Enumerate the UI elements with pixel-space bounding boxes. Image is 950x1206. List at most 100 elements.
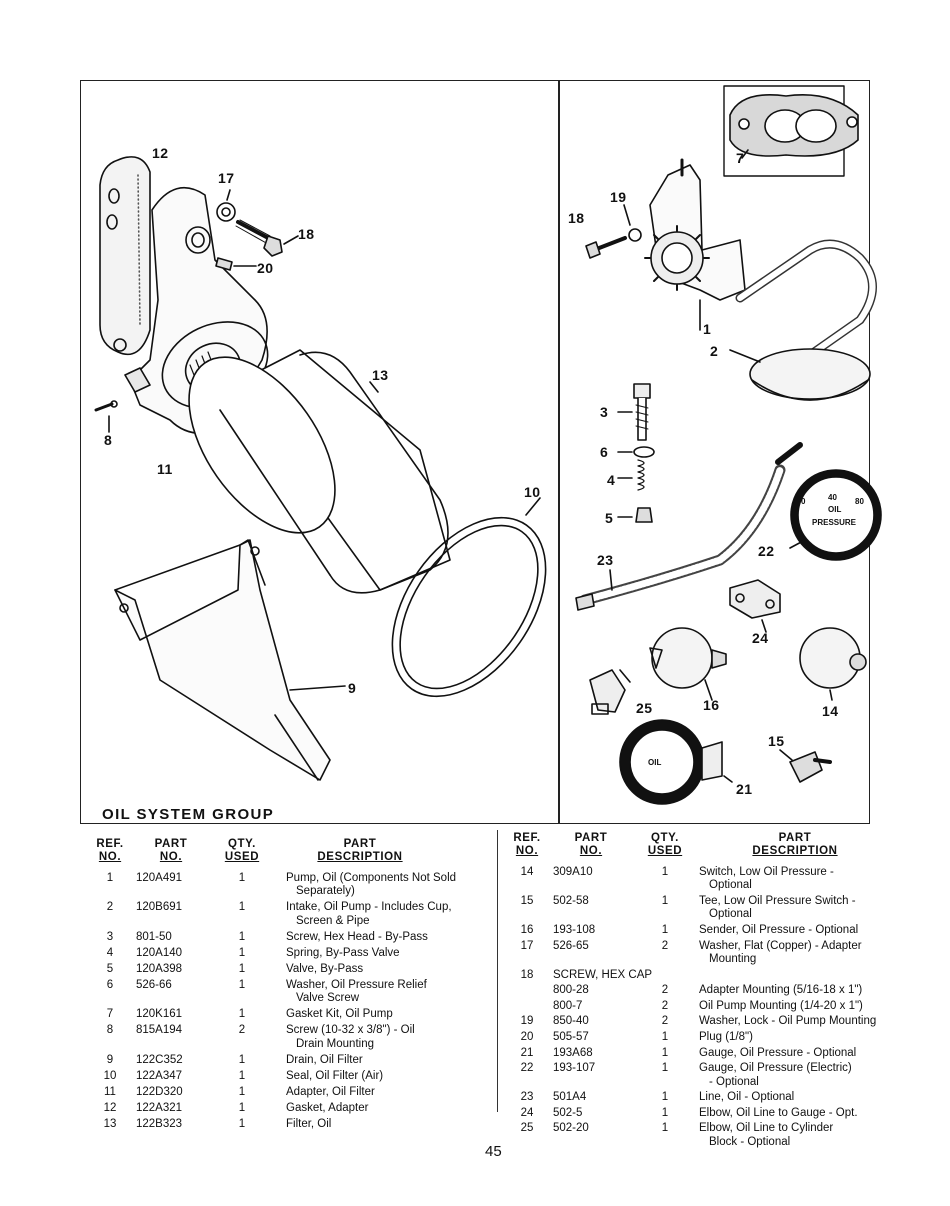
bypass-parts-drawing (617, 383, 655, 523)
qty-used: 1 (238, 1053, 246, 1066)
ref-number: 10 (103, 1069, 117, 1082)
callout-11: 11 (157, 461, 173, 477)
callout-21: 21 (736, 781, 753, 797)
part-number: 501A4 (553, 1091, 587, 1104)
part-description: Gauge, Oil Pressure - Optional (699, 1047, 856, 1060)
part-description: Tee, Low Oil Pressure Switch -Optional (699, 895, 856, 922)
callout-7: 7 (736, 150, 745, 166)
gauge-elbow-drawing (729, 579, 781, 633)
description-line: Adapter, Oil Filter (286, 1085, 375, 1098)
description-line: Drain, Oil Filter (286, 1053, 363, 1066)
ref-number: 1 (106, 872, 114, 884)
part-number: 526-65 (553, 939, 589, 952)
ref-number: 12 (103, 1101, 117, 1114)
drain-screw-drawing (94, 400, 118, 433)
part-number: 193-107 (553, 1062, 596, 1075)
ref-number: 16 (520, 924, 534, 936)
qty-used: 1 (238, 1117, 246, 1130)
description-line: Filter, Oil (286, 1117, 332, 1130)
description-line: Gasket Kit, Oil Pump (286, 1008, 393, 1021)
description-line: Elbow, Oil Line to Gauge - Opt. (699, 1106, 858, 1119)
part-number: 309A10 (553, 866, 593, 878)
ref-number: 6 (106, 978, 114, 991)
part-number: 122D320 (136, 1085, 183, 1098)
ref-number: 17 (520, 939, 534, 952)
callout-22: 22 (758, 543, 775, 559)
part-number: 801-50 (136, 930, 172, 943)
column-divider (497, 830, 498, 1112)
part-description: Spring, By-Pass Valve (286, 947, 400, 960)
part-number: 122A347 (136, 1069, 183, 1082)
gauge-pressure-text: PRESSURE (812, 518, 857, 527)
description-line: Valve Screw (296, 992, 360, 1005)
qty-used: 2 (661, 999, 669, 1012)
part-description: Oil Pump Mounting (1/4-20 x 1") (699, 1000, 863, 1013)
part-description: Gauge, Oil Pressure (Electric)- Optional (699, 1062, 852, 1089)
qty-used: 2 (238, 1024, 246, 1037)
callout-1: 1 (703, 321, 712, 337)
ref-number: 15 (520, 895, 534, 907)
qty-used: 1 (661, 924, 669, 936)
filter-seal-drawing (391, 497, 547, 698)
plug-drawing (215, 257, 257, 271)
description-line: Adapter Mounting (5/16-18 x 1") (699, 984, 863, 997)
adapter-gasket-drawing (99, 156, 151, 356)
gauge2-oil-text: OIL (648, 758, 661, 767)
callout-23: 23 (597, 552, 614, 568)
callout-19: 19 (610, 189, 627, 205)
part-number: 120B691 (136, 901, 183, 914)
description-line: Switch, Low Oil Pressure - (699, 866, 834, 878)
part-description: Filter, Oil (286, 1118, 331, 1131)
qty-used: 2 (661, 939, 669, 952)
callout-25: 25 (636, 700, 653, 716)
ref-number: 21 (520, 1046, 534, 1059)
part-number: 122A321 (136, 1101, 183, 1114)
ref-number: 18 (520, 968, 534, 981)
gasket-kit-inset (723, 85, 859, 177)
qty-used: 1 (238, 1085, 246, 1098)
qty-used: 1 (238, 930, 246, 943)
description-line: Valve, By-Pass (286, 962, 364, 975)
ref-number: 19 (520, 1015, 534, 1028)
part-description: Gasket Kit, Oil Pump (286, 1008, 393, 1021)
description-line: Block - Optional (709, 1135, 791, 1148)
callout-18-pump: 18 (568, 210, 585, 226)
callout-12: 12 (152, 145, 169, 161)
description-line: Intake, Oil Pump - Includes Cup, (286, 901, 452, 914)
qty-used: 2 (661, 984, 669, 997)
part-number: 122B323 (136, 1117, 183, 1130)
ref-number: 3 (106, 930, 114, 943)
description-line: Gauge, Oil Pressure - Optional (699, 1046, 857, 1059)
description-line: Plug (1/8") (699, 1031, 753, 1043)
callout-2: 2 (710, 343, 719, 359)
qty-used: 1 (661, 1046, 669, 1059)
ref-number: 4 (106, 946, 114, 959)
switch-tee-drawing (779, 749, 832, 783)
part-number: 122C352 (136, 1053, 183, 1066)
description-line: Optional (709, 879, 752, 892)
ref-number: 8 (106, 1024, 114, 1037)
part-description: Plug (1/8") (699, 1031, 753, 1044)
ref-number: 20 (520, 1031, 534, 1043)
oil-pressure-gauge-drawing (619, 719, 733, 805)
part-number: 526-66 (136, 978, 172, 991)
description-line: Screw, Hex Head - By-Pass (286, 930, 428, 943)
callout-15: 15 (768, 733, 785, 749)
qty-used: 1 (238, 1101, 246, 1114)
ref-number: 25 (520, 1122, 534, 1135)
ref-number: 23 (520, 1091, 534, 1104)
diagram-frame (80, 80, 870, 824)
description-line: Washer, Flat (Copper) - Adapter (699, 939, 862, 952)
callout-17: 17 (218, 170, 235, 186)
part-number: 502-20 (553, 1122, 589, 1135)
callout-6: 6 (600, 444, 609, 460)
ref-number: 5 (106, 962, 114, 975)
description-line: Washer, Lock - Oil Pump Mounting (699, 1015, 877, 1028)
